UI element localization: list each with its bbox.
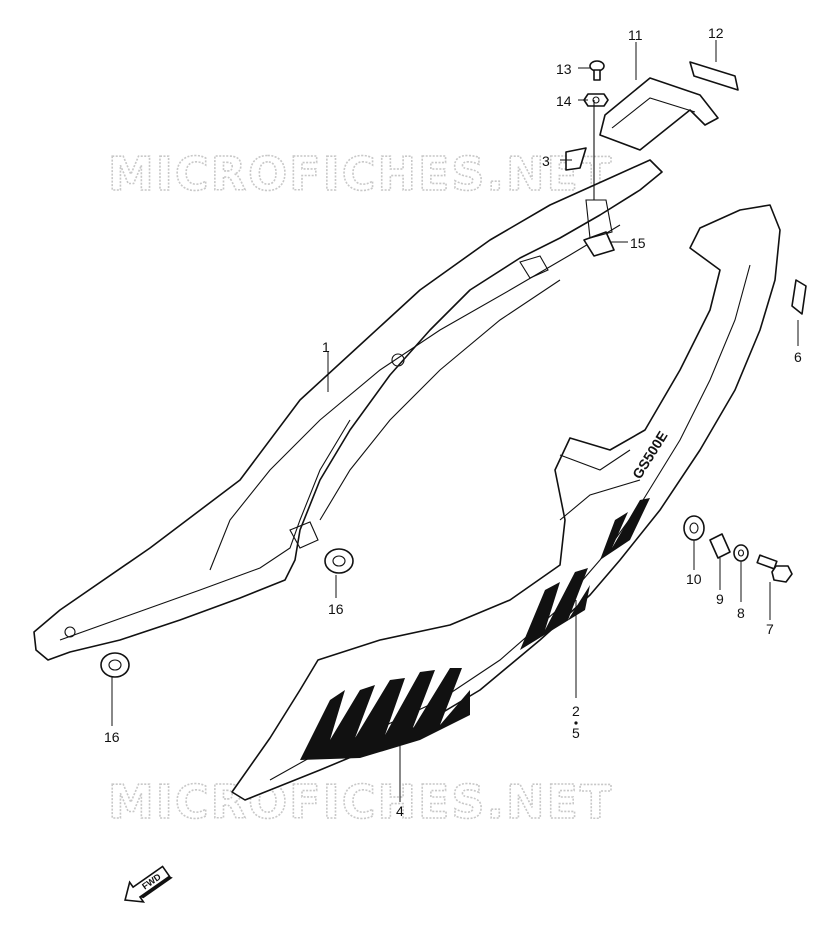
right-frame-cover[interactable]: GS500E bbox=[231, 204, 781, 801]
small-clip[interactable] bbox=[791, 279, 807, 315]
grommet-10[interactable] bbox=[683, 515, 705, 541]
grommet-16-lower[interactable] bbox=[100, 652, 130, 678]
grommet-16-upper[interactable] bbox=[324, 548, 354, 574]
callout-9: 9 bbox=[716, 591, 724, 607]
callout-1: 1 bbox=[322, 339, 330, 355]
callout-12: 12 bbox=[708, 25, 724, 41]
callout-5: 5 bbox=[572, 725, 580, 741]
forward-arrow-icon: FWD bbox=[124, 865, 173, 903]
callout-8: 8 bbox=[737, 605, 745, 621]
rear-bracket[interactable] bbox=[599, 77, 719, 151]
clip[interactable] bbox=[565, 147, 587, 171]
callout-6: 6 bbox=[794, 349, 802, 365]
watermark-top: MICROFICHES.NET bbox=[108, 147, 613, 201]
callout-10: 10 bbox=[686, 571, 702, 587]
callout-11: 11 bbox=[628, 27, 643, 43]
callout-4: 4 bbox=[396, 803, 404, 819]
washer[interactable] bbox=[733, 544, 749, 562]
callout-16-lower: 16 bbox=[104, 729, 120, 745]
leader-lines bbox=[111, 40, 799, 802]
cushion-strip[interactable] bbox=[689, 61, 739, 91]
callout-16-upper: 16 bbox=[328, 601, 344, 617]
callout-14: 14 bbox=[556, 93, 572, 109]
watermark-bottom: MICROFICHES.NET bbox=[108, 775, 613, 829]
collar[interactable] bbox=[709, 533, 731, 559]
callout-dot bbox=[574, 721, 578, 725]
callout-7: 7 bbox=[766, 621, 774, 637]
bolt[interactable] bbox=[756, 554, 793, 583]
screw[interactable] bbox=[589, 60, 605, 81]
callout-2: 2 bbox=[572, 703, 580, 719]
callout-15: 15 bbox=[630, 235, 646, 251]
callout-labels: 1 3 13 14 11 12 15 6 10 9 8 7 2 5 4 16 1… bbox=[104, 25, 802, 819]
mount-bracket bbox=[585, 100, 613, 239]
callout-3: 3 bbox=[542, 153, 550, 169]
left-frame-cover[interactable] bbox=[33, 159, 663, 661]
callout-13: 13 bbox=[556, 61, 572, 77]
